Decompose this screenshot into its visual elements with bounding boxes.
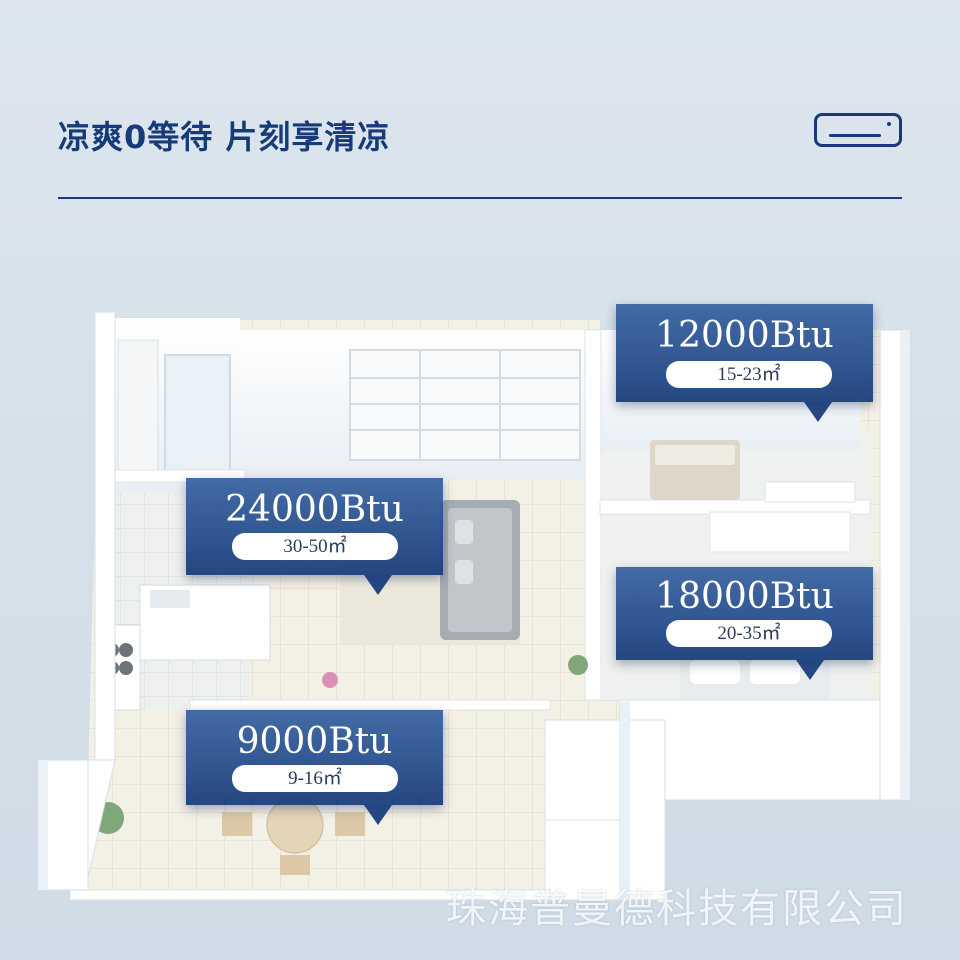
- capacity-label: 24000Btu: [225, 489, 404, 530]
- room-callout-bedroom-right: 18000Btu 20-35㎡: [616, 567, 873, 680]
- shower-glass: [164, 354, 231, 476]
- area-label: 15-23㎡: [666, 361, 832, 388]
- sofa: [440, 500, 520, 640]
- bed-right: [680, 650, 830, 700]
- air-conditioner-icon: [814, 113, 902, 147]
- bookshelf: [349, 349, 581, 461]
- capacity-label: 9000Btu: [236, 721, 393, 762]
- outer-wall-shading: [38, 330, 910, 900]
- bed-top: [650, 440, 740, 500]
- callout-pointer: [804, 402, 832, 422]
- left-cabinet: [117, 339, 159, 471]
- area-label: 30-50㎡: [232, 533, 398, 560]
- area-label: 9-16㎡: [232, 765, 398, 792]
- air-conditioner-indicator: [887, 122, 891, 126]
- callout-pointer: [796, 660, 824, 680]
- room-callout-living-room: 24000Btu 30-50㎡: [186, 478, 443, 595]
- capacity-label: 18000Btu: [655, 576, 834, 617]
- capacity-label: 12000Btu: [655, 315, 834, 356]
- dining-set: [222, 796, 365, 875]
- company-watermark: 珠海普曼德科技有限公司: [446, 886, 908, 932]
- header-divider: [58, 197, 902, 199]
- area-label: 20-35㎡: [666, 620, 832, 647]
- page-title: 凉爽0等待 片刻享清凉: [58, 118, 391, 156]
- air-conditioner-vent: [829, 134, 881, 137]
- room-callout-bedroom-top: 12000Btu 15-23㎡: [616, 304, 873, 422]
- room-callout-study: 9000Btu 9-16㎡: [186, 710, 443, 825]
- callout-pointer: [364, 805, 392, 825]
- wardrobe-right: [709, 481, 856, 553]
- callout-pointer: [364, 575, 392, 595]
